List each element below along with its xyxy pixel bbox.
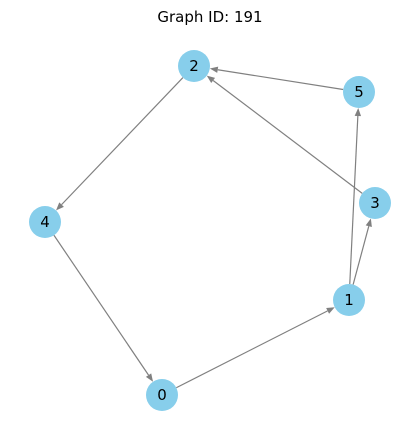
node-circle bbox=[29, 206, 61, 238]
arrowhead-icon bbox=[56, 202, 64, 211]
edge-2-to-4 bbox=[56, 77, 184, 211]
node-label: 4 bbox=[40, 213, 50, 231]
edge-line bbox=[212, 80, 363, 194]
arrowhead-icon bbox=[209, 66, 219, 73]
node-circle bbox=[343, 76, 375, 108]
edge-line bbox=[352, 226, 370, 285]
node-5: 5 bbox=[343, 76, 375, 108]
edge-1-to-5 bbox=[349, 107, 362, 285]
arrowhead-icon bbox=[145, 373, 154, 382]
edge-0-to-1 bbox=[175, 307, 335, 389]
edge-line bbox=[349, 115, 359, 285]
edge-5-to-2 bbox=[209, 66, 344, 91]
node-circle bbox=[146, 379, 178, 411]
node-circle bbox=[178, 50, 210, 82]
arrowhead-icon bbox=[326, 307, 335, 314]
node-circle bbox=[333, 284, 365, 316]
edge-line bbox=[217, 69, 344, 91]
node-label: 5 bbox=[354, 83, 364, 101]
graph-title: Graph ID: 191 bbox=[157, 8, 262, 26]
node-label: 0 bbox=[157, 386, 167, 404]
node-label: 1 bbox=[344, 291, 354, 309]
edge-line bbox=[61, 77, 184, 206]
node-3: 3 bbox=[359, 187, 391, 219]
edge-line bbox=[53, 234, 150, 376]
node-1: 1 bbox=[333, 284, 365, 316]
node-circle bbox=[359, 187, 391, 219]
node-2: 2 bbox=[178, 50, 210, 82]
edge-4-to-0 bbox=[53, 234, 154, 382]
node-label: 2 bbox=[189, 57, 199, 75]
node-4: 4 bbox=[29, 206, 61, 238]
arrowhead-icon bbox=[354, 107, 362, 117]
nodes-layer: 0 1 2 3 4 5 bbox=[29, 50, 391, 411]
arrowhead-icon bbox=[365, 218, 372, 228]
arrowhead-icon bbox=[206, 75, 216, 84]
node-label: 3 bbox=[370, 194, 380, 212]
edge-1-to-3 bbox=[352, 218, 372, 285]
edge-line bbox=[175, 310, 328, 389]
edges-layer bbox=[53, 66, 372, 389]
edge-3-to-2 bbox=[206, 75, 363, 194]
node-0: 0 bbox=[146, 379, 178, 411]
